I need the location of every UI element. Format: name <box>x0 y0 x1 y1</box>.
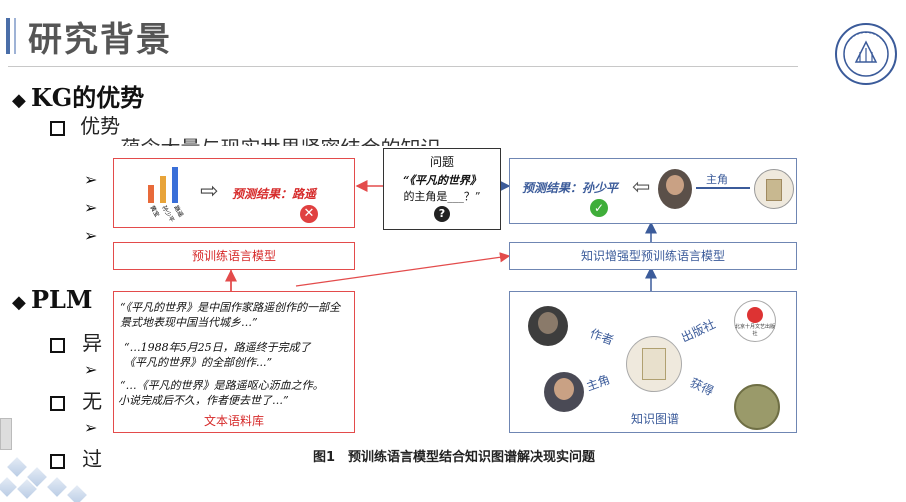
figure-caption: 图1 预训练语言模型结合知识图谱解决现实问题 <box>312 450 596 465</box>
character-photo-icon <box>544 372 584 412</box>
kplm-label: 知识增强型预训练语言模型 <box>580 249 725 263</box>
left-prediction-label: 预测结果：路遥 <box>232 187 317 201</box>
right-prediction-label: 预测结果：孙少平 <box>522 181 619 195</box>
page-title: 研究背景 <box>28 20 172 60</box>
title-accent-thin <box>14 18 16 54</box>
check-icon: ✓ <box>590 199 608 217</box>
question-line2: 的主角是___？” <box>403 190 481 203</box>
plm-box: 预训练语言模型 <box>113 242 355 270</box>
bullet-plm-sub2-label: 无 <box>82 389 103 413</box>
bullet-plm-sub2: 无 <box>50 385 102 414</box>
bullet-plm-sub3-label: 过 <box>82 447 103 471</box>
side-tab[interactable] <box>0 418 12 450</box>
bullet-plm-sub3: 过 <box>50 443 102 472</box>
arrow-bullet-icon: ➢ <box>84 198 98 217</box>
decorative-pattern <box>0 457 87 502</box>
corpus-box: “《平凡的世界》是中国作家路遥创作的一部全景式地表现中国当代城乡…” “…198… <box>113 291 355 433</box>
kplm-box: 知识增强型预训练语言模型 <box>509 242 797 270</box>
question-title: 问题 <box>429 155 454 169</box>
left-prediction-box: 黄宝孙少平路遥 ⇨ 预测结果：路遥 ✕ <box>113 158 355 228</box>
bullet-plm-title: PLM <box>30 285 93 314</box>
figure-panel: 黄宝孙少平路遥 ⇨ 预测结果：路遥 ✕ 预训练语言模型 问题 “《平凡的世界》 … <box>111 146 797 468</box>
question-icon: ? <box>434 206 450 222</box>
question-box: 问题 “《平凡的世界》 的主角是___？” ? <box>383 148 501 230</box>
square-bullet-icon <box>50 454 65 469</box>
bullet-plm-sub1: 异 <box>50 327 102 356</box>
bar <box>160 176 166 203</box>
corpus-label: 文本语料库 <box>203 414 264 428</box>
university-logo-icon <box>835 23 897 85</box>
corpus-line3b: 小说完成后不久，作者便去世了…” <box>118 394 289 407</box>
corpus-line2a: “…1988年5月25日，路遥终于完成了 <box>124 341 311 354</box>
kg-relation-publisher: 出版社 <box>678 316 718 345</box>
bullet-plm-sub1-label: 异 <box>82 331 103 355</box>
arrow-bullet-icon: ➢ <box>84 170 98 189</box>
cross-icon: ✕ <box>300 205 318 223</box>
relation-line <box>696 187 750 189</box>
diamond-bullet-icon: ◆ <box>12 292 26 313</box>
bullet-kg-sub1-label: 优势 <box>80 114 121 138</box>
bar <box>148 185 154 203</box>
kg-relation-author: 作者 <box>588 326 616 348</box>
corpus-line1: “《平凡的世界》是中国作家路遥创作的一部全景式地表现中国当代城乡…” <box>120 301 341 329</box>
hollow-arrow-icon: ⇨ <box>200 179 219 204</box>
title-accent <box>6 18 10 54</box>
square-bullet-icon <box>50 396 65 411</box>
arrow-bullet-icon: ➢ <box>84 418 98 437</box>
bullet-kg-title: KG的优势 <box>30 83 145 112</box>
kg-relation-award: 获得 <box>687 375 716 399</box>
arrow-bullet-icon: ➢ <box>84 144 97 148</box>
bullet-kg: ◆ KG的优势 <box>12 78 144 113</box>
diamond-bullet-icon: ◆ <box>12 90 26 111</box>
person-photo-icon <box>658 169 692 209</box>
bullet-kg-sub1-item: ➢ 蕴含大量与现实世界紧密结合的知识 <box>84 136 494 148</box>
arrow-bullet-icon: ➢ <box>84 360 98 379</box>
plm-label: 预训练语言模型 <box>191 249 276 263</box>
bar-label: 黄宝 <box>148 204 161 218</box>
author-photo-icon <box>528 306 568 346</box>
question-line1: “《平凡的世界》 <box>403 174 481 187</box>
book-node-icon <box>626 336 682 392</box>
award-medal-icon <box>734 384 780 430</box>
hollow-arrow-left-icon: ⇦ <box>632 175 651 200</box>
right-prediction-box: 预测结果：孙少平 ✓ ⇦ 主角 <box>509 158 797 224</box>
book-cover-icon <box>754 169 794 209</box>
bullet-kg-sub1: 优势 <box>50 110 120 139</box>
bar <box>172 167 178 203</box>
arrow-bullet-icon: ➢ <box>84 226 98 245</box>
bar-chart: 黄宝孙少平路遥 <box>148 167 185 223</box>
right-relation-label: 主角 <box>706 173 728 186</box>
square-bullet-icon <box>50 338 65 353</box>
kg-label: 知识图谱 <box>630 412 679 426</box>
kg-relation-protagonist: 主角 <box>584 372 612 394</box>
square-bullet-icon <box>50 121 65 136</box>
bullet-plm: ◆ PLM <box>12 285 92 314</box>
corpus-line3a: “…《平凡的世界》是路遥呕心沥血之作。 <box>120 379 324 392</box>
kg-box: 北京十月文艺出版社 作者 出版社 主角 获得 知识图谱 <box>509 291 797 433</box>
publisher-logo-icon: 北京十月文艺出版社 <box>734 300 776 342</box>
corpus-line2b: 《平凡的世界》的全部创作...” <box>124 356 273 369</box>
bullet-kg-sub1-item-text: 蕴含大量与现实世界紧密结合的知识 <box>120 136 441 148</box>
publisher-name: 北京十月文艺出版社 <box>735 324 776 337</box>
header-divider <box>8 66 798 67</box>
